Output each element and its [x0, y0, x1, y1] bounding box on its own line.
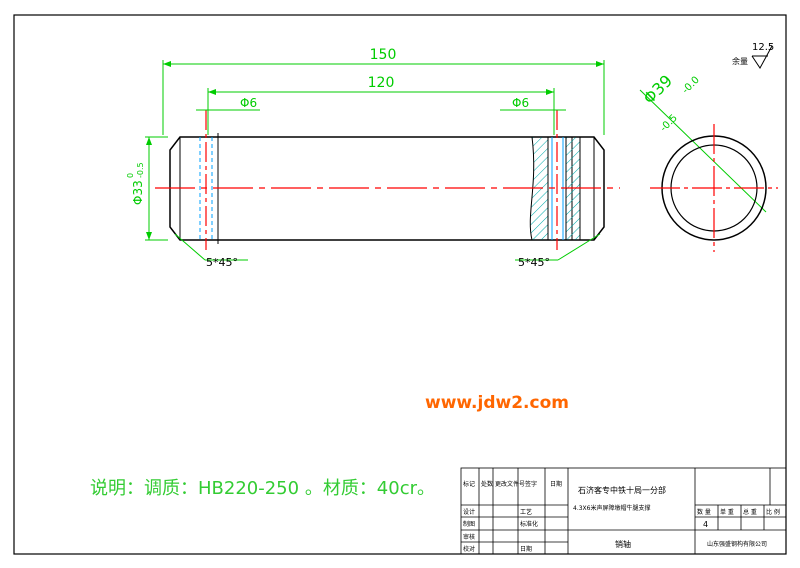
dim-text-dia-end-lower: -0.5 [658, 113, 680, 135]
tb-header-total-weight: 总 重 [743, 508, 757, 516]
roughness-symbol: 余量 12.5 [732, 42, 774, 69]
dim-text-dia-left-tol-upper: 0 [126, 173, 135, 178]
dim-dia-left-tol-lower-group: -0.5 [136, 162, 145, 178]
arrow-150-left [163, 61, 171, 67]
arrow-120-right [546, 89, 554, 95]
pin-end-view [650, 124, 778, 252]
tb-header-0: 标记 [463, 480, 475, 488]
arrow-dia-top [146, 137, 152, 145]
chamfer-leader-right [557, 233, 601, 261]
tb-row4-mid: 日期 [520, 545, 532, 553]
title-block-frame [460, 467, 787, 555]
drawing-frame [13, 14, 787, 555]
dim-dia-left-group: Φ33 [131, 180, 145, 205]
dim-text-dia-end-upper: -0.0 [680, 75, 702, 97]
dim-dia-end-group: Φ39 [639, 71, 676, 108]
tb-quantity: 4 [703, 520, 708, 529]
technical-note: 说明：调质：HB220-250 。材质：40cr。 [90, 478, 435, 499]
tb-header-unit-weight: 单 重 [720, 508, 734, 516]
dim-text-dia-end: Φ39 [639, 71, 676, 108]
dim-line-dia-end [639, 89, 767, 213]
tb-header-2: 更改文件号 [495, 480, 525, 488]
dim-dia-left-tol-upper-group: 0 [126, 173, 135, 178]
dimensions [145, 60, 767, 261]
tb-company-line1: 石济客专中铁十局一分部 [578, 485, 666, 495]
tb-maker: 山东强盛钢构有限公司 [707, 540, 767, 548]
tb-header-3: 签字 [525, 480, 537, 488]
arrow-dia-bottom [146, 232, 152, 240]
dimension-arrows [146, 61, 604, 240]
tb-header-scale: 比 例 [766, 508, 780, 516]
arrow-150-right [596, 61, 604, 67]
dim-dia-end-upper-group: -0.0 [680, 75, 702, 97]
dim-text-chamfer-right: 5*45° [518, 256, 550, 269]
dim-text-chamfer-left: 5*45° [206, 256, 238, 269]
roughness-check-icon [751, 45, 773, 69]
tb-row1-mid: 工艺 [520, 508, 532, 516]
tb-header-qty: 数 量 [697, 508, 711, 516]
roughness-value: 12.5 [752, 42, 774, 53]
dim-text-hole-left: Φ6 [240, 96, 257, 110]
dim-text-150: 150 [370, 47, 397, 63]
watermark-text: www.jdw2.com [425, 393, 569, 413]
title-block [460, 467, 787, 555]
dim-text-dia-left: Φ33 [131, 180, 145, 205]
dim-text-dia-left-tol-lower: -0.5 [136, 162, 145, 178]
tb-row1-label: 设计 [463, 508, 475, 516]
tb-row2-label: 制图 [463, 520, 475, 528]
roughness-label: 余量 [732, 56, 748, 66]
tb-company-line2: 4.3X6米声屏障墩帽牛腿支撑 [573, 504, 650, 512]
dim-text-hole-right: Φ6 [512, 96, 529, 110]
tb-row2-mid: 标准化 [520, 520, 538, 528]
tb-header-4: 日期 [550, 480, 562, 488]
dim-text-120: 120 [368, 75, 395, 91]
chamfer-leader-left [174, 233, 206, 261]
pin-side-view [155, 110, 620, 250]
tb-row4-label: 校对 [463, 545, 475, 553]
dim-dia-end-lower-group: -0.5 [658, 113, 680, 135]
arrow-120-left [208, 89, 216, 95]
tb-part-name: 销轴 [615, 539, 631, 549]
tb-header-1: 处数 [481, 480, 493, 488]
tb-row3-label: 审核 [463, 533, 475, 541]
